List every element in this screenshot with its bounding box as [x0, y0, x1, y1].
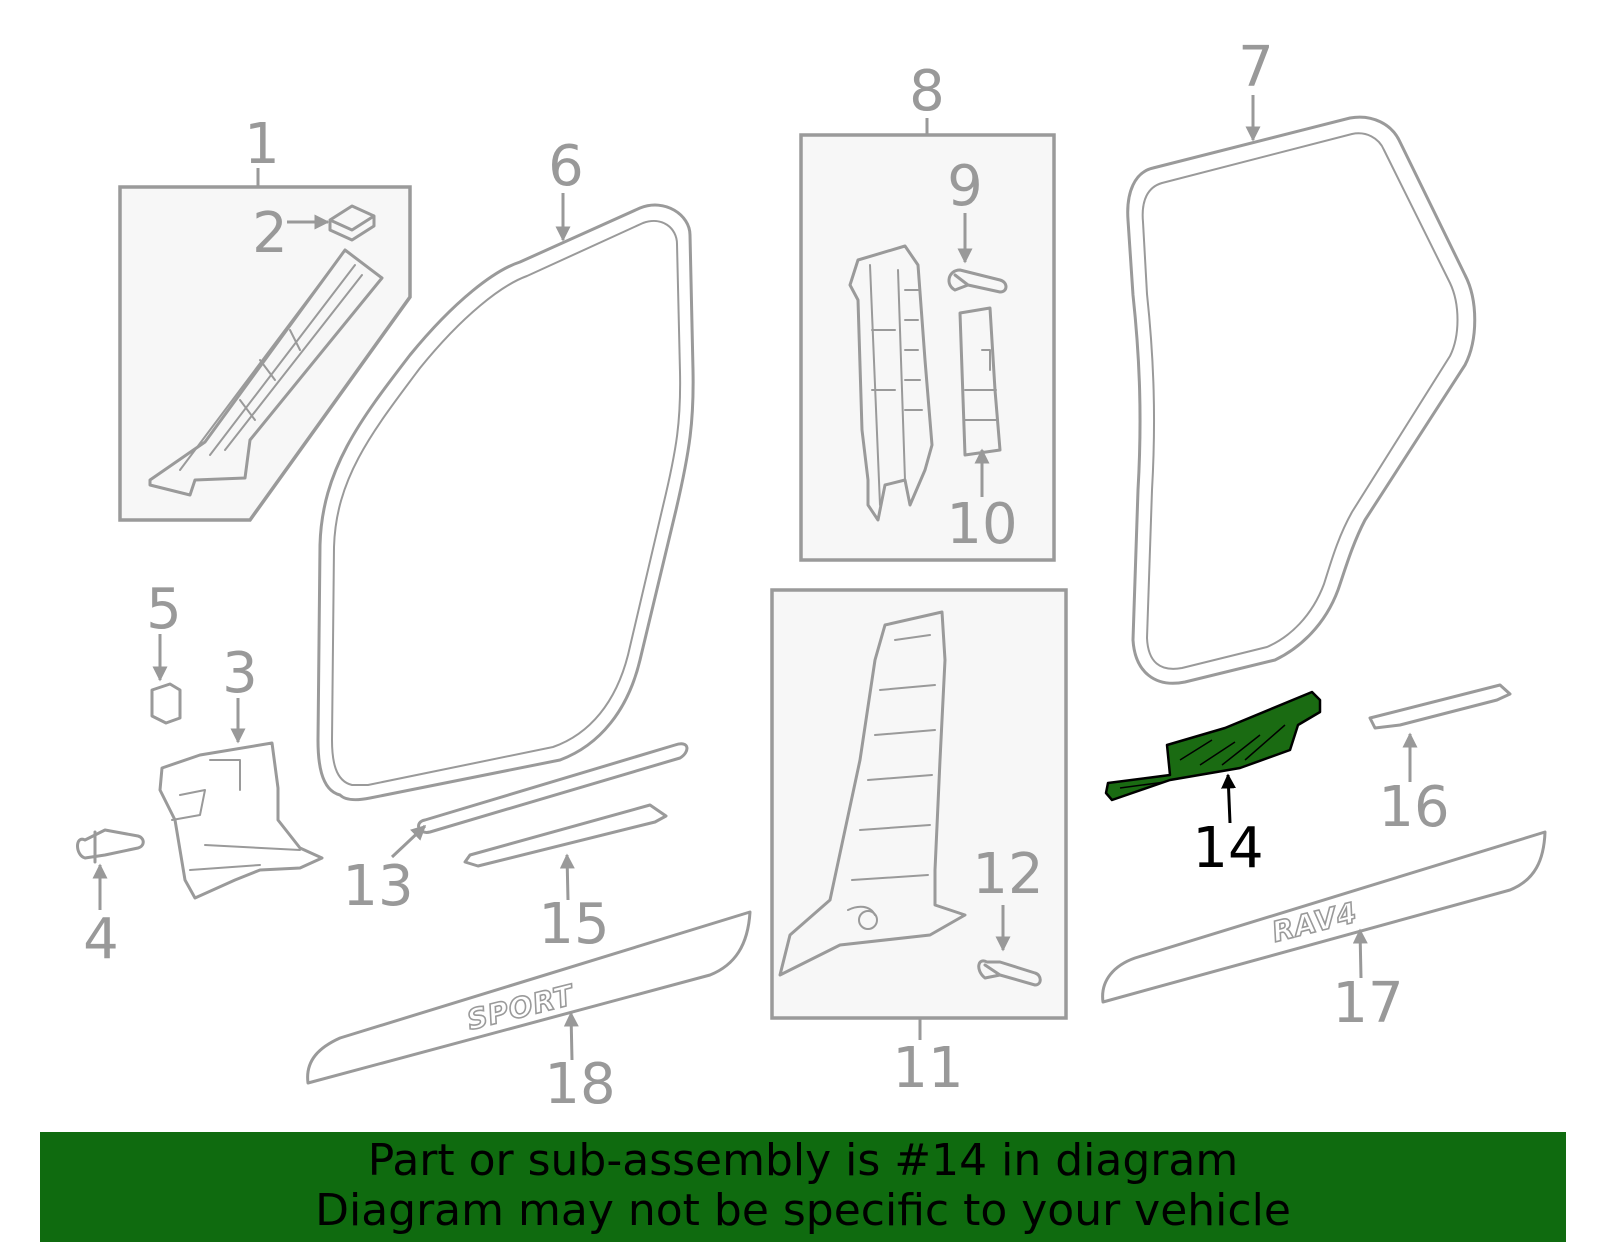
- group-box-11: [770, 588, 1068, 1020]
- label-7: 7: [1238, 35, 1274, 100]
- label-14: 14: [1192, 816, 1263, 881]
- label-18: 18: [544, 1052, 615, 1117]
- part-18-sill-plate: [306, 910, 752, 1085]
- label-17: 17: [1332, 971, 1403, 1036]
- label-4: 4: [83, 907, 119, 972]
- label-9: 9: [947, 154, 983, 219]
- label-3: 3: [222, 641, 258, 706]
- part-labels: 1 2 3 4 5 6 7 8 9 10 11 12 13 14 15 16 1…: [83, 35, 1449, 1117]
- label-5: 5: [146, 577, 182, 642]
- label-2: 2: [252, 201, 288, 266]
- label-13: 13: [342, 854, 413, 919]
- part-17-sill-plate: [1101, 830, 1547, 1004]
- part-7-weatherstrip: [1126, 115, 1477, 685]
- group-box-1: [118, 185, 412, 522]
- emblem-sport: SPORT: [464, 978, 579, 1037]
- label-8: 8: [909, 59, 945, 124]
- label-1: 1: [244, 112, 280, 177]
- banner-line-1: Part or sub-assembly is #14 in diagram: [367, 1135, 1239, 1186]
- label-16: 16: [1378, 775, 1449, 840]
- label-6: 6: [548, 134, 584, 199]
- info-banner: Part or sub-assembly is #14 in diagram D…: [40, 1132, 1566, 1242]
- group-box-8: [799, 133, 1056, 562]
- part-3-kick-panel: [158, 741, 324, 900]
- label-10: 10: [946, 492, 1017, 557]
- label-15: 15: [538, 892, 609, 957]
- label-11: 11: [892, 1036, 963, 1101]
- part-14-highlighted: [1104, 690, 1322, 802]
- label-12: 12: [972, 842, 1043, 907]
- leader-lines: [92, 95, 1418, 1061]
- banner-line-2: Diagram may not be specific to your vehi…: [315, 1185, 1291, 1236]
- part-6-weatherstrip: [316, 203, 695, 802]
